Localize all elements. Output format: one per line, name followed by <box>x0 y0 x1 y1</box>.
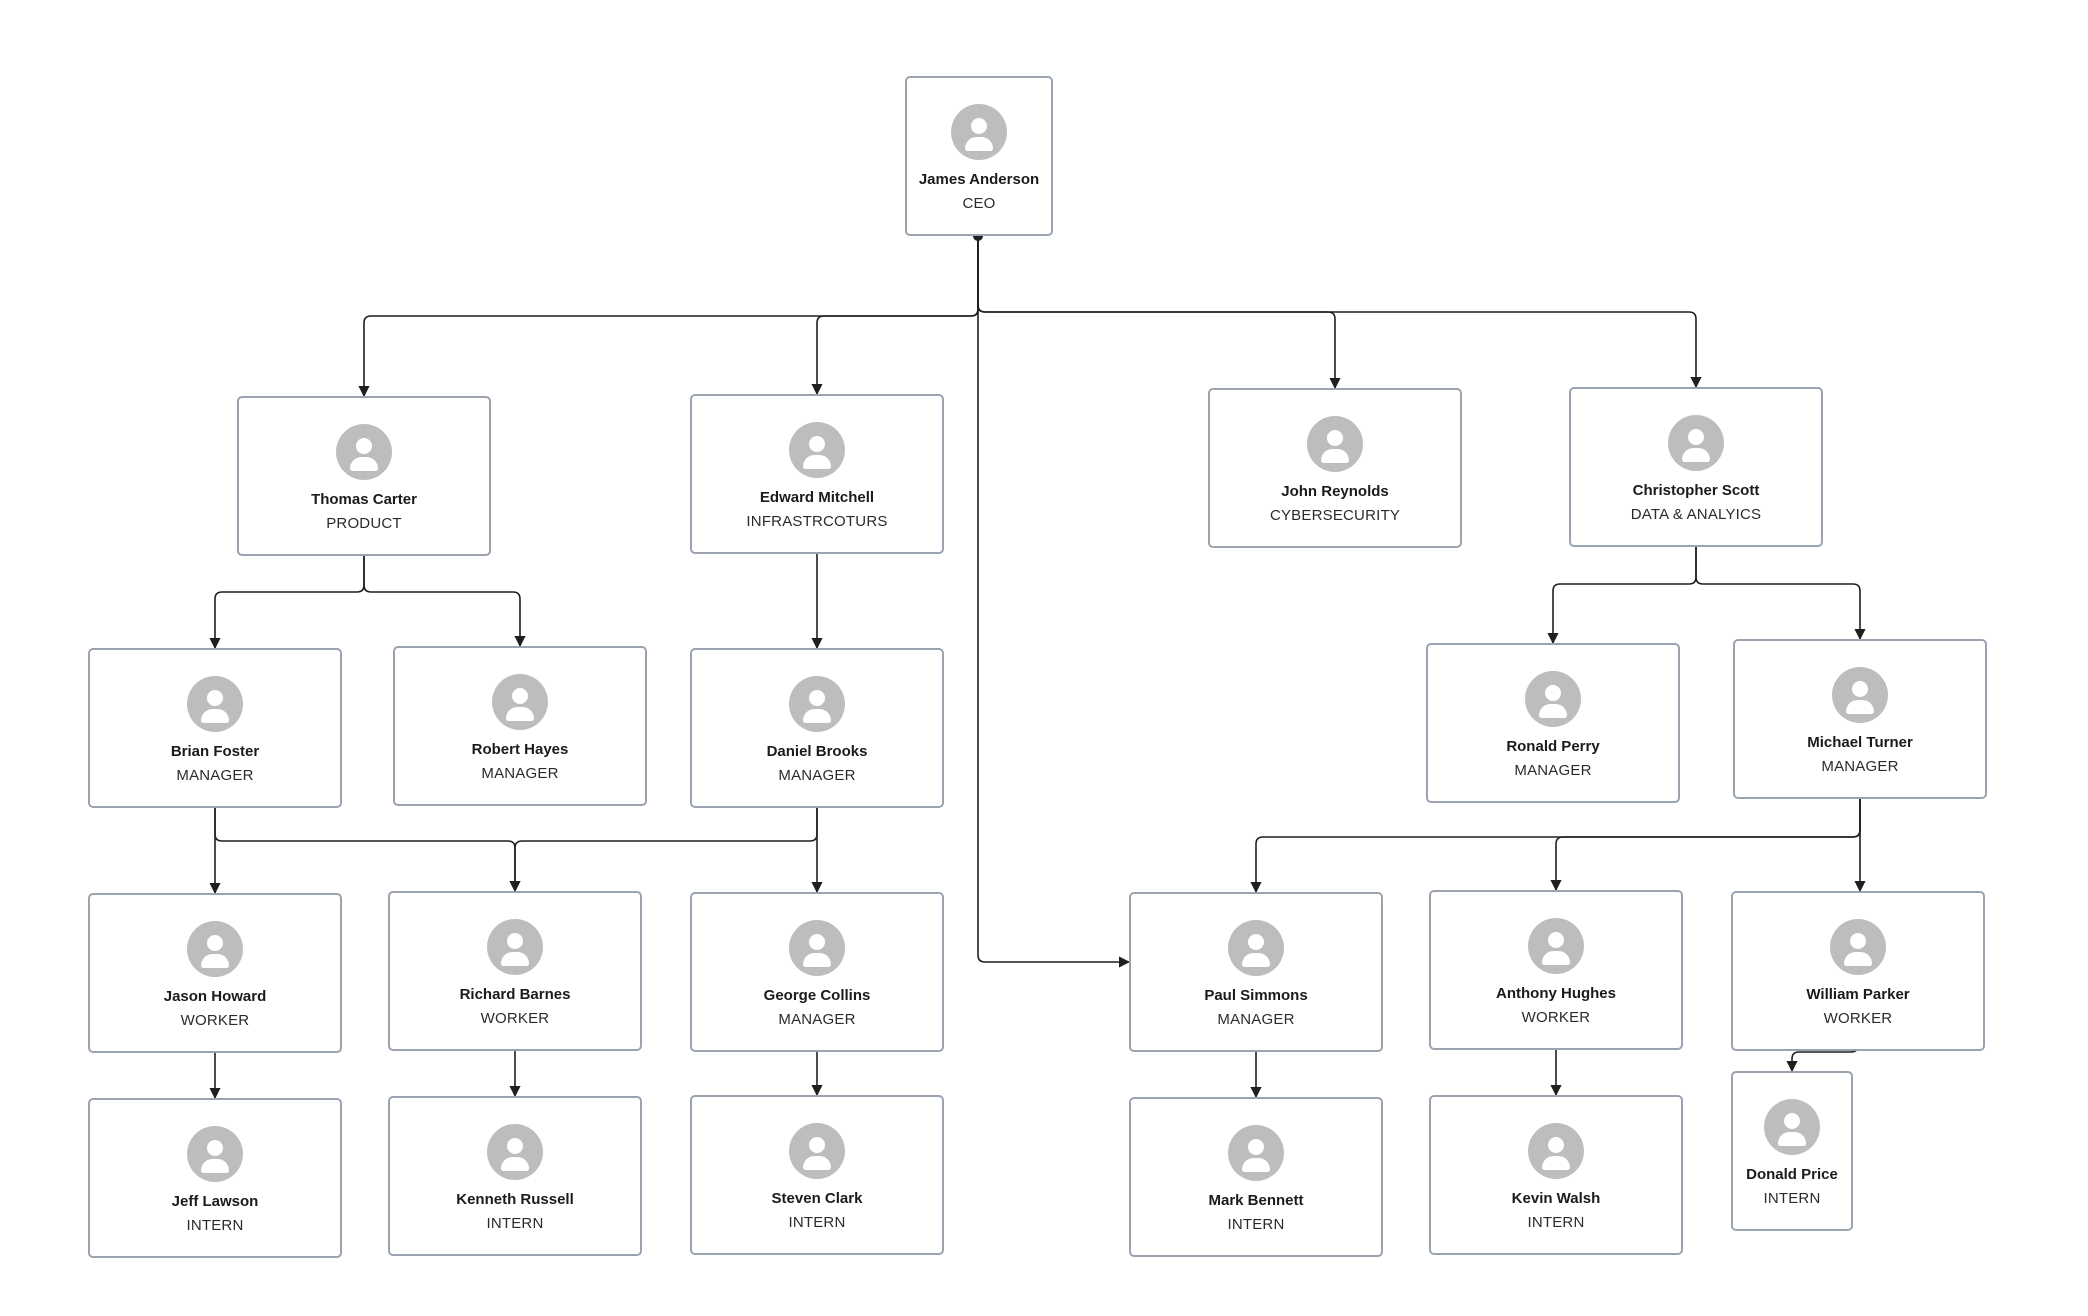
connector-daniel-brooks-to-richard-barnes <box>509 791 818 893</box>
person-role: INTERN <box>1527 1214 1585 1231</box>
person-role: WORKER <box>1823 1010 1893 1027</box>
person-avatar-icon <box>492 674 548 730</box>
person-name: Richard Barnes <box>459 986 571 1003</box>
person-role: PRODUCT <box>326 515 402 532</box>
person-avatar-icon <box>1764 1099 1820 1155</box>
connector-ceo-to-christopher-scott <box>977 236 1702 389</box>
person-role: MANAGER <box>778 1011 856 1028</box>
person-name: Donald Price <box>1746 1166 1838 1183</box>
person-avatar-icon <box>1832 667 1888 723</box>
person-name: Paul Simmons <box>1204 987 1308 1004</box>
person-name: Christopher Scott <box>1632 482 1760 499</box>
person-role: MANAGER <box>1514 762 1592 779</box>
person-name: Daniel Brooks <box>766 743 868 760</box>
person-avatar-icon <box>1525 671 1581 727</box>
person-name: Robert Hayes <box>471 741 569 758</box>
person-name: Ronald Perry <box>1506 738 1600 755</box>
person-role: INTERN <box>788 1214 846 1231</box>
person-name: Steven Clark <box>771 1190 863 1207</box>
person-name: Jason Howard <box>163 988 267 1005</box>
connector-christopher-scott-to-michael-turner <box>1695 530 1866 641</box>
person-role: DATA & ANALYICS <box>1630 506 1762 523</box>
person-name: John Reynolds <box>1281 483 1389 500</box>
person-avatar-icon <box>336 424 392 480</box>
person-name: Jeff Lawson <box>171 1193 259 1210</box>
person-avatar-icon <box>487 1124 543 1180</box>
person-name: Mark Bennett <box>1208 1192 1304 1209</box>
person-role: INTERN <box>486 1215 544 1232</box>
connector-ceo-to-paul-simmons <box>977 236 1131 968</box>
person-avatar-icon <box>187 1126 243 1182</box>
person-name: Kevin Walsh <box>1511 1190 1601 1207</box>
person-avatar-icon <box>789 1123 845 1179</box>
person-name: Kenneth Russell <box>456 1191 574 1208</box>
person-avatar-icon <box>1228 920 1284 976</box>
person-role: MANAGER <box>778 767 856 784</box>
person-name: Michael Turner <box>1807 734 1913 751</box>
person-avatar-icon <box>789 422 845 478</box>
person-name: Anthony Hughes <box>1496 985 1616 1002</box>
person-role: MANAGER <box>176 767 254 784</box>
person-avatar-icon <box>1307 416 1363 472</box>
person-name: George Collins <box>763 987 871 1004</box>
person-role: INTERN <box>1227 1216 1285 1233</box>
person-avatar-icon <box>187 921 243 977</box>
person-role: WORKER <box>180 1012 250 1029</box>
person-avatar-icon <box>487 919 543 975</box>
person-name: Brian Foster <box>170 743 260 760</box>
person-role: MANAGER <box>481 765 559 782</box>
person-role: MANAGER <box>1217 1011 1295 1028</box>
person-role: WORKER <box>480 1010 550 1027</box>
person-name: Edward Mitchell <box>759 489 875 506</box>
person-avatar-icon <box>789 920 845 976</box>
person-name: William Parker <box>1806 986 1910 1003</box>
person-role: INTERN <box>186 1217 244 1234</box>
person-name: James Anderson <box>918 171 1040 188</box>
person-avatar-icon <box>1528 1123 1584 1179</box>
person-avatar-icon <box>187 676 243 732</box>
person-avatar-icon <box>789 676 845 732</box>
person-role: WORKER <box>1521 1009 1591 1026</box>
person-avatar-icon <box>951 104 1007 160</box>
connector-ceo-to-edward-mitchell <box>811 236 979 396</box>
person-role: MANAGER <box>1821 758 1899 775</box>
person-avatar-icon <box>1528 918 1584 974</box>
connector-thomas-carter-to-robert-hayes <box>363 538 526 648</box>
person-avatar-icon <box>1228 1125 1284 1181</box>
person-avatar-icon <box>1830 919 1886 975</box>
person-role: INTERN <box>1763 1190 1821 1207</box>
person-avatar-icon <box>1668 415 1724 471</box>
person-role: CYBERSECURITY <box>1269 507 1401 524</box>
person-role: CEO <box>962 195 996 212</box>
person-name: Thomas Carter <box>311 491 417 508</box>
person-role: INFRASTRCOTURS <box>746 513 888 530</box>
